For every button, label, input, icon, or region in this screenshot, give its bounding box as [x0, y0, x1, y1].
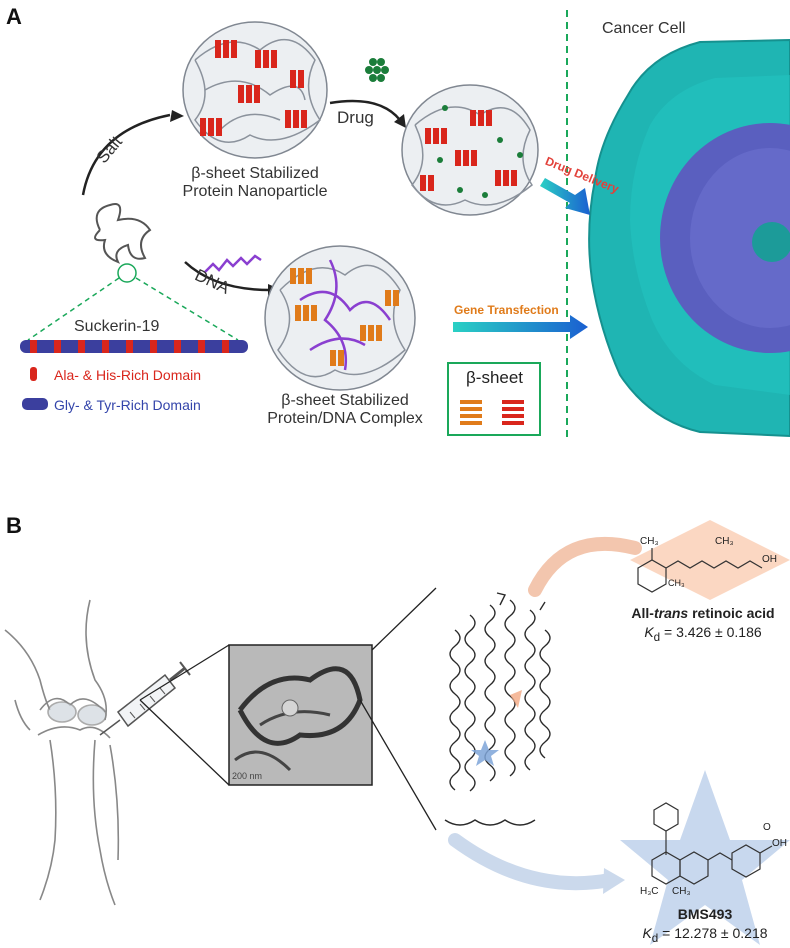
gene-transfection-arrow	[453, 315, 588, 339]
complex-label-line2: Protein/DNA Complex	[267, 410, 423, 427]
beta-sheet-legend-box	[447, 362, 541, 436]
bms-highlight-star	[620, 770, 790, 945]
salt-arrow	[81, 113, 171, 196]
retinoic-oh-label: OH	[762, 554, 777, 565]
cancer-cell	[588, 38, 790, 438]
cancer-cell-label: Cancer Cell	[602, 20, 686, 37]
scale-bar-label: 200 nm	[232, 771, 263, 781]
zoom-line-right	[135, 277, 239, 341]
panel-b-label: B	[6, 513, 22, 538]
drug-loaded-nanoparticle	[401, 84, 539, 216]
bms-structure	[651, 802, 773, 885]
knee-joint	[4, 599, 120, 906]
panel-a-label: A	[6, 4, 22, 29]
gene-transfection-label: Gene Transfection	[454, 303, 559, 317]
bms-o-label: O	[763, 822, 771, 833]
retinoic-kd: Kd = 3.426 ± 0.186	[618, 624, 788, 644]
retinoic-binding-site	[510, 690, 522, 708]
protein-dna-complex	[264, 245, 416, 391]
bms-kd-value: = 12.278 ± 0.218	[658, 925, 768, 941]
bms-h3c-label: H₃C	[640, 886, 659, 897]
bms-name-post: 493	[708, 906, 733, 922]
dna-arrow	[184, 261, 271, 292]
tem-micrograph	[228, 644, 373, 786]
retinoic-kd-symbol: K	[644, 624, 654, 640]
retinoic-ch3-label-1: CH₃	[640, 536, 659, 547]
retinoic-ch3-label-2: CH₃	[715, 536, 734, 547]
dna-strand-icon	[204, 254, 262, 273]
retinoic-kd-subscript: d	[653, 630, 661, 644]
ala-domain-label: Ala- & His-Rich Domain	[54, 367, 202, 383]
bms-name: BMS493	[620, 906, 790, 922]
zoom-line-tem-bottom	[139, 699, 230, 786]
zoom-line-left	[27, 277, 120, 341]
nanoparticle-label-line1: β-sheet Stabilized	[191, 165, 319, 182]
retinoic-highlight	[630, 520, 790, 600]
suckerin-rod	[20, 340, 248, 353]
retinoic-name-pre: All-	[631, 605, 654, 621]
bms-name-pre: BMS	[677, 906, 709, 922]
drug-label: Drug	[337, 108, 374, 127]
suckerin-label: Suckerin-19	[74, 318, 160, 335]
protein-structure	[444, 592, 551, 826]
zoom-circle	[117, 263, 137, 283]
nanoparticle-label: β-sheet Stabilized Protein Nanoparticle	[155, 165, 355, 201]
retinoic-curved-arrow	[528, 536, 642, 597]
bms-binding-site-star	[471, 740, 499, 766]
drug-molecules-icon	[365, 58, 389, 82]
zoom-line-protein-top	[371, 587, 437, 651]
retinoic-structure	[637, 548, 763, 593]
complex-label-line1: β-sheet Stabilized	[281, 392, 409, 409]
beta-sheet-legend-label: β-sheet	[466, 368, 524, 387]
retinoic-name: All-trans retinoic acid	[618, 605, 788, 621]
bms-kd: Kd = 12.278 ± 0.218	[620, 925, 790, 945]
zoom-line-tem-top	[139, 644, 230, 701]
gene-transfection-text: Gene Transfection	[454, 303, 559, 317]
gly-domain-label: Gly- & Tyr-Rich Domain	[54, 397, 201, 413]
protein-coil	[94, 203, 152, 264]
bms-ch3-label: CH₃	[672, 886, 691, 897]
syringe-icon	[99, 661, 191, 736]
retinoic-ch3-label-3: CH₃	[668, 578, 685, 588]
retinoic-kd-value: = 3.426 ± 0.186	[660, 624, 762, 640]
ala-domain-marker	[30, 367, 37, 381]
bms-oh-label: OH	[772, 838, 787, 849]
drug-arrow	[329, 99, 401, 121]
complex-label: β-sheet Stabilized Protein/DNA Complex	[240, 392, 450, 428]
retinoic-name-trans: trans	[653, 605, 689, 621]
bms-kd-symbol: K	[642, 925, 652, 941]
protein-nanoparticle	[182, 21, 328, 159]
bms-curved-arrow	[448, 833, 617, 891]
zoom-line-protein-bottom	[359, 699, 437, 831]
drug-delivery-arrow	[540, 178, 590, 215]
gly-domain-marker	[22, 398, 48, 410]
bms-kd-subscript: d	[651, 931, 659, 945]
retinoic-name-post: retinoic acid	[688, 605, 775, 621]
nucleolus	[752, 222, 790, 262]
nanoparticle-label-line2: Protein Nanoparticle	[182, 183, 328, 200]
